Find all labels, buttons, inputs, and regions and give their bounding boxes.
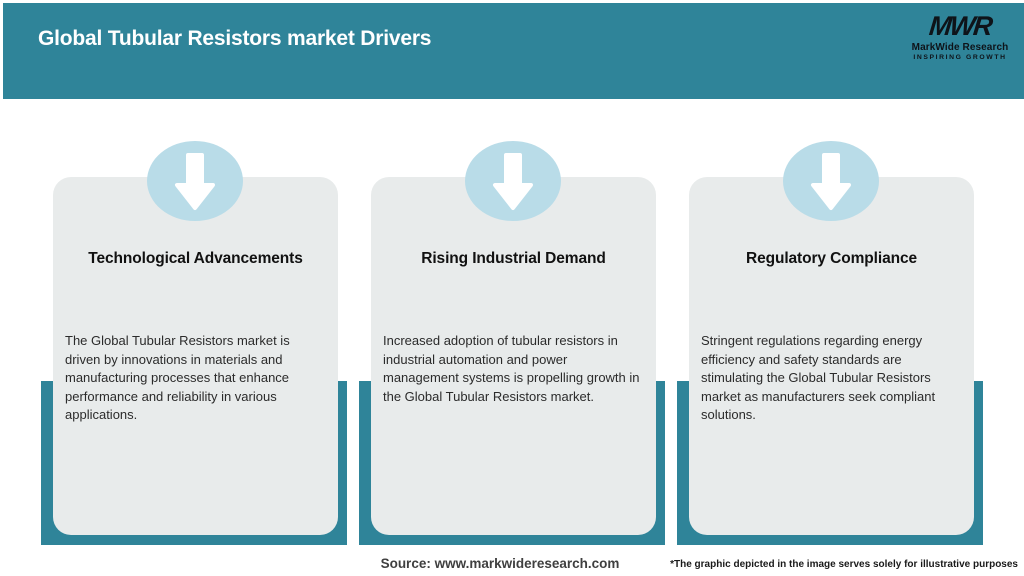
card-title: Technological Advancements — [88, 250, 303, 267]
markwide-logo: MWR MarkWide Research INSPIRING GROWTH — [908, 11, 1012, 62]
driver-card-regulatory-compliance: Regulatory Compliance Stringent regulati… — [689, 177, 974, 535]
arrow-bubble — [465, 141, 561, 221]
driver-card-technological-advancements: Technological Advancements The Global Tu… — [53, 177, 338, 535]
card-title: Rising Industrial Demand — [421, 250, 606, 267]
header-bar: Global Tubular Resistors market Drivers … — [3, 3, 1024, 99]
logo-name: MarkWide Research — [911, 42, 1009, 53]
arrow-bubble — [783, 141, 879, 221]
logo-tagline: INSPIRING GROWTH — [913, 54, 1007, 61]
arrow-bubble — [147, 141, 243, 221]
card-body: Increased adoption of tubular resistors … — [383, 333, 640, 404]
arrow-down-icon — [811, 153, 851, 210]
arrow-down-icon — [493, 153, 533, 210]
card-body: Stringent regulations regarding energy e… — [701, 333, 936, 423]
logo-monogram: MWR — [927, 11, 993, 41]
arrow-down-icon — [175, 153, 215, 210]
page-title: Global Tubular Resistors market Drivers — [38, 27, 432, 50]
driver-card-rising-industrial-demand: Rising Industrial Demand Increased adopt… — [371, 177, 656, 535]
card-title: Regulatory Compliance — [745, 250, 918, 267]
disclaimer-text: *The graphic depicted in the image serve… — [670, 559, 1018, 570]
source-text: Source: www.markwideresearch.com — [380, 556, 620, 571]
card-body: The Global Tubular Resistors market is d… — [65, 333, 290, 423]
